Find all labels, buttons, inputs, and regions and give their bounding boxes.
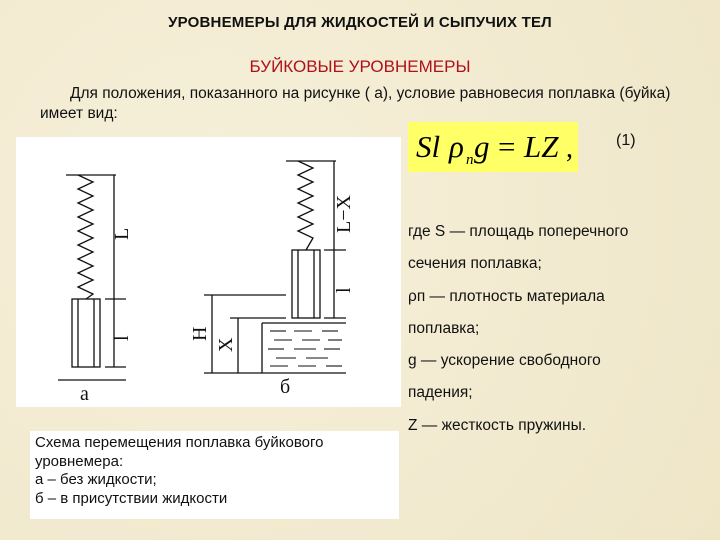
definition-line: g — ускорение свободного [408, 352, 601, 370]
formula-equals: = [498, 129, 515, 164]
definition-line: где S — площадь поперечного [408, 223, 629, 240]
label-a: а [80, 383, 89, 405]
definition-line: поплавка; [408, 319, 480, 337]
slide-title: УРОВНЕМЕРЫ ДЛЯ ЖИДКОСТЕЙ И СЫПУЧИХ ТЕЛ [168, 14, 552, 31]
spring-b [296, 160, 315, 251]
liquid-hatching [268, 330, 342, 367]
label-L: L [111, 228, 133, 240]
formula-comma: , [566, 133, 573, 164]
label-b: б [280, 376, 290, 398]
label-l-a: l [111, 335, 133, 341]
intro-paragraph: Для положения, показанного на рисунке ( … [40, 85, 671, 122]
label-X: X [215, 337, 237, 352]
spring-a [76, 174, 95, 300]
caption-line: уровнемера: [35, 452, 124, 470]
equilibrium-formula: Sl ρ п g = LZ , [408, 122, 578, 172]
formula-sl: Sl [416, 129, 440, 164]
formula-g: g [474, 129, 490, 164]
definition-line: падения; [408, 384, 473, 402]
diagram-a [58, 174, 126, 381]
definition-line: сечения поплавка; [408, 255, 542, 273]
float-a [71, 298, 101, 368]
float-b [291, 249, 321, 319]
figure-caption: Схема перемещения поплавка буйкового уро… [30, 431, 399, 519]
label-H: H [189, 327, 211, 341]
caption-line: Схема перемещения поплавка буйкового [35, 434, 324, 451]
definition-line: Z — жесткость пружины. [408, 416, 587, 434]
slide-subtitle: БУЙКОВЫЕ УРОВНЕМЕРЫ [249, 57, 471, 76]
formula-rho: ρ [448, 129, 464, 164]
diagram-b [204, 160, 346, 374]
label-L-minus-X: L−X [333, 195, 355, 233]
formula-rho-subscript: п [466, 152, 474, 168]
formula-lz: LZ [523, 129, 559, 164]
caption-line: б – в присутствии жидкости [35, 489, 228, 507]
label-l-b: l [333, 287, 355, 293]
definition-line: ρп — плотность материала [408, 287, 605, 305]
float-gauge-diagram: L l а L−X l H X б [16, 137, 401, 407]
equation-number: (1) [616, 132, 636, 149]
caption-line: а – без жидкости; [35, 471, 157, 488]
symbol-definitions: где S — площадь поперечного сечения попл… [408, 216, 708, 442]
